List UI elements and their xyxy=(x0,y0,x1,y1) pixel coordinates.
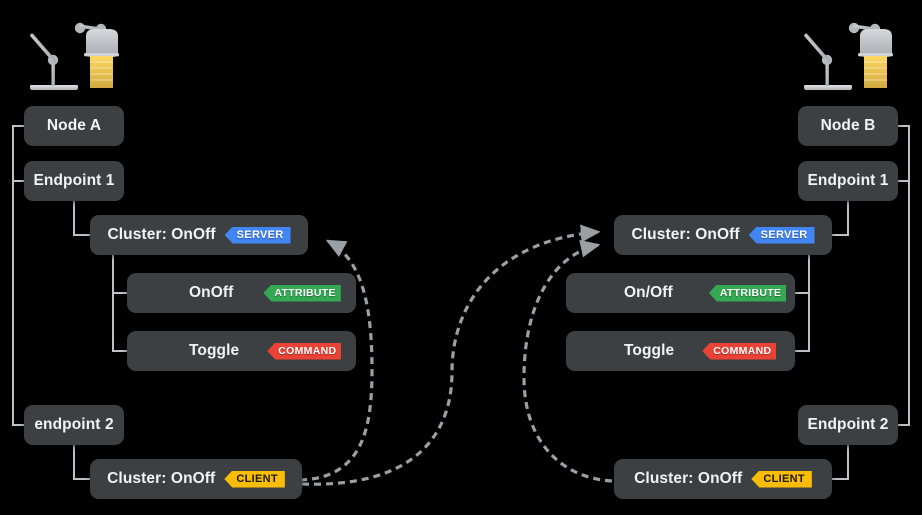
right-attribute-box[interactable]: On/Off ATTRIBUTE xyxy=(566,273,795,313)
right-command-badge: COMMAND xyxy=(702,342,777,360)
left-attribute-badge: ATTRIBUTE xyxy=(263,284,341,302)
left-command-label: Toggle xyxy=(189,342,240,359)
right-command-box[interactable]: Toggle COMMAND xyxy=(566,331,795,371)
left-client-badge: CLIENT xyxy=(224,470,285,488)
left-cluster-client-box[interactable]: Cluster: OnOff CLIENT xyxy=(90,459,302,499)
right-cluster-server-box[interactable]: Cluster: OnOff SERVER xyxy=(614,215,832,255)
left-endpoint-1-box[interactable]: Endpoint 1 xyxy=(24,161,124,201)
node-b-box[interactable]: Node B xyxy=(798,106,898,146)
right-endpoint-2-label: Endpoint 2 xyxy=(807,416,889,433)
desk-lamp-icon-right xyxy=(804,22,893,90)
left-endpoint-2-box[interactable]: endpoint 2 xyxy=(24,405,124,445)
left-cluster-client-label: Cluster: OnOff xyxy=(107,470,216,487)
left-cluster-server-box[interactable]: Cluster: OnOff SERVER xyxy=(90,215,308,255)
left-command-badge: COMMAND xyxy=(267,342,342,360)
left-tree-spine xyxy=(12,125,24,426)
left-branch-cluster-command xyxy=(112,255,127,352)
left-branch-endpoint2-cluster xyxy=(73,445,90,480)
right-client-badge: CLIENT xyxy=(751,470,812,488)
left-attribute-label: OnOff xyxy=(189,284,234,301)
node-a-label: Node A xyxy=(46,117,102,134)
right-branch-endpoint2-cluster xyxy=(832,445,849,480)
left-cluster-server-label: Cluster: OnOff xyxy=(107,226,216,243)
right-branch-cluster-command xyxy=(795,255,810,352)
right-tree-spine xyxy=(898,125,910,426)
right-endpoint-1-box[interactable]: Endpoint 1 xyxy=(798,161,898,201)
node-b-label: Node B xyxy=(820,117,876,134)
node-a-box[interactable]: Node A xyxy=(24,106,124,146)
right-endpoint-2-box[interactable]: Endpoint 2 xyxy=(798,405,898,445)
right-branch-endpoint1-cluster xyxy=(832,201,849,236)
right-attribute-badge: ATTRIBUTE xyxy=(708,284,787,302)
right-command-label: Toggle xyxy=(624,342,675,359)
right-endpoint-1-label: Endpoint 1 xyxy=(807,172,889,189)
right-cluster-client-box[interactable]: Cluster: OnOff CLIENT xyxy=(614,459,832,499)
right-cluster-client-label: Cluster: OnOff xyxy=(634,470,743,487)
right-attribute-label: On/Off xyxy=(624,284,673,301)
right-server-badge: SERVER xyxy=(748,226,815,244)
left-server-badge: SERVER xyxy=(224,226,291,244)
left-command-box[interactable]: Toggle COMMAND xyxy=(127,331,356,371)
left-endpoint-1-label: Endpoint 1 xyxy=(33,172,115,189)
left-attribute-box[interactable]: OnOff ATTRIBUTE xyxy=(127,273,356,313)
left-endpoint-2-label: endpoint 2 xyxy=(34,416,114,433)
left-branch-endpoint1-cluster xyxy=(73,201,90,236)
desk-lamp-icon-left xyxy=(30,22,119,90)
right-cluster-server-label: Cluster: OnOff xyxy=(631,226,740,243)
